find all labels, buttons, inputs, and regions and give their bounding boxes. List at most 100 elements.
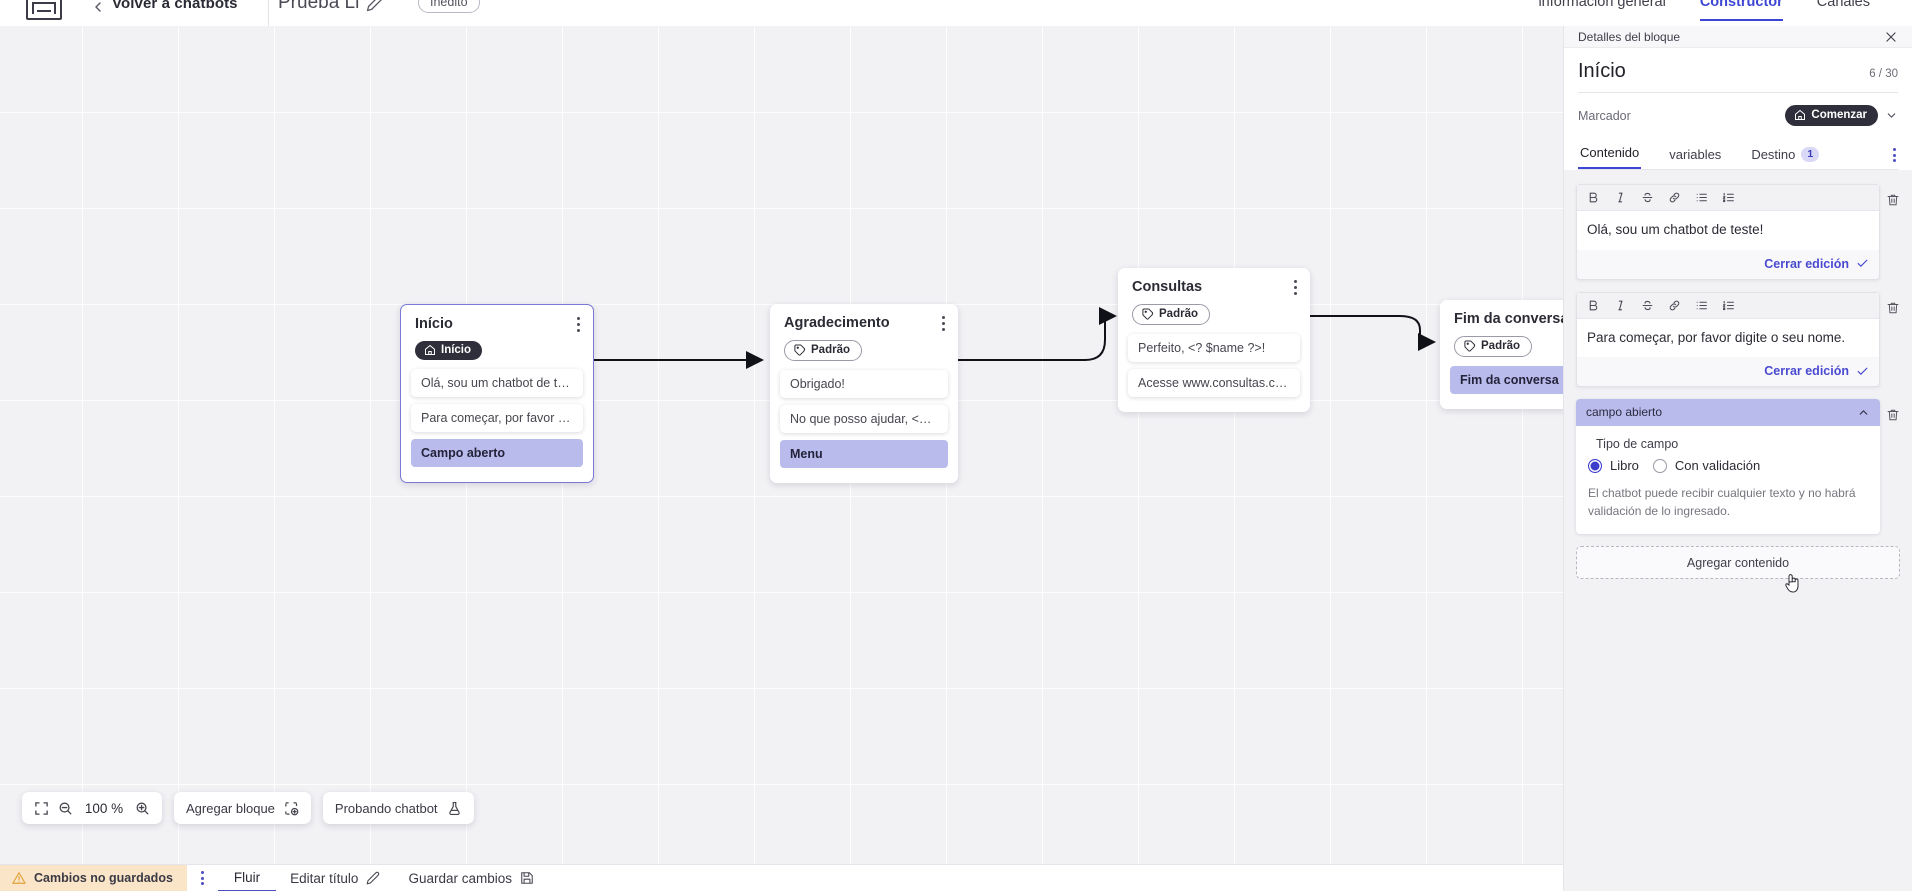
flow-node-inicio[interactable]: Início Início Olá, sou um chatbot de tes…: [400, 304, 594, 483]
via-logo: [26, 0, 62, 20]
add-block-label: Agregar bloque: [186, 800, 275, 816]
bold-icon[interactable]: [1587, 299, 1600, 312]
campo-abierto-header[interactable]: campo abierto: [1576, 399, 1880, 427]
tab-fluir[interactable]: Fluir: [217, 865, 277, 891]
node-message[interactable]: Perfeito, <? $name ?>!: [1128, 334, 1300, 362]
panel-header-label: Detalles del bloque: [1578, 29, 1681, 44]
node-input-block[interactable]: Campo aberto: [411, 439, 583, 467]
radio-option-con-validacion[interactable]: Con validación: [1652, 458, 1760, 473]
back-chevron-icon[interactable]: [90, 0, 106, 15]
panel-tabs-menu-button[interactable]: [1893, 148, 1896, 162]
block-details-panel: Detalles del bloque Início 6 / 30 Marcad…: [1563, 26, 1912, 891]
editor-toolbar: [1577, 292, 1879, 319]
fit-screen-icon[interactable]: [34, 801, 49, 816]
status-bar: Cambios no guardados Fluir Editar título…: [0, 864, 1563, 891]
node-menu-button[interactable]: [942, 316, 946, 331]
node-title: Agradecimento: [784, 315, 890, 331]
delete-icon[interactable]: [1886, 300, 1900, 316]
edit-title-button[interactable]: Editar título: [276, 871, 394, 886]
save-changes-label: Guardar cambios: [408, 870, 512, 886]
rich-text-editor[interactable]: Olá, sou um chatbot de teste! Cerrar edi…: [1576, 184, 1880, 280]
add-content-button[interactable]: Agregar contenido: [1576, 546, 1900, 580]
flow-node-agradecimento[interactable]: Agradecimento Padrão Obrigado! No que po…: [770, 304, 958, 483]
flow-node-consultas[interactable]: Consultas Padrão Perfeito, <? $name ?>! …: [1118, 268, 1310, 412]
node-menu-button[interactable]: [577, 317, 581, 332]
node-message[interactable]: Para começar, por favor digite o ...: [411, 404, 583, 432]
add-block-icon: [285, 801, 299, 815]
tab-contenido[interactable]: Contenido: [1578, 141, 1642, 169]
panel-content-area: Olá, sou um chatbot de teste! Cerrar edi…: [1564, 170, 1912, 891]
marcador-pill-button[interactable]: Comenzar: [1785, 105, 1878, 126]
node-tag: Padrão: [784, 340, 862, 361]
delete-icon[interactable]: [1886, 192, 1900, 208]
pencil-icon: [367, 871, 380, 885]
add-block-button[interactable]: Agregar bloque: [174, 792, 311, 824]
top-tabs: información general Constructor Canales: [1538, 0, 1870, 21]
edit-title-label: Editar título: [290, 870, 359, 886]
node-tag-label: Padrão: [811, 344, 850, 356]
delete-icon[interactable]: [1886, 407, 1900, 423]
node-menu-button[interactable]: [1294, 280, 1298, 295]
chevron-down-icon[interactable]: [1885, 109, 1898, 122]
marcador-pill-label: Comenzar: [1811, 109, 1867, 121]
statusbar-menu-button[interactable]: [200, 871, 204, 885]
numbered-list-icon[interactable]: [1722, 299, 1735, 312]
node-header: Consultas: [1118, 268, 1310, 295]
tab-constructor[interactable]: Constructor: [1699, 0, 1783, 21]
flow-canvas[interactable]: Início Início Olá, sou um chatbot de tes…: [0, 26, 1563, 864]
close-edit-label: Cerrar edición: [1764, 256, 1849, 271]
node-tag-label: Início: [441, 344, 472, 356]
tipo-de-campo-label: Tipo de campo: [1596, 437, 1679, 452]
save-changes-button[interactable]: Guardar cambios: [394, 871, 548, 886]
node-message[interactable]: Olá, sou um chatbot de teste!: [411, 369, 583, 397]
strikethrough-icon[interactable]: [1641, 191, 1654, 204]
edit-pencil-icon[interactable]: [366, 0, 384, 12]
tab-variables[interactable]: variables: [1667, 143, 1723, 169]
flow-node-fim-da-conversa[interactable]: Fim da conversa Padrão Fim da conversa: [1440, 300, 1563, 409]
rich-text-editor[interactable]: Para começar, por favor digite o seu nom…: [1576, 291, 1880, 388]
campo-abierto-note: El chatbot puede recibir cualquier texto…: [1588, 486, 1856, 519]
italic-icon[interactable]: [1614, 191, 1627, 204]
back-to-chatbots-link[interactable]: Volver a chatbots: [112, 0, 238, 12]
tab-destino[interactable]: Destino 1: [1749, 143, 1821, 169]
zoom-level: 100 %: [84, 800, 124, 816]
radio-option-libro[interactable]: Libro: [1588, 458, 1639, 473]
home-icon: [1795, 109, 1806, 120]
bold-icon[interactable]: [1587, 191, 1600, 204]
test-chatbot-button[interactable]: Probando chatbot: [322, 792, 474, 824]
close-edit-button[interactable]: Cerrar edición: [1764, 257, 1869, 271]
chevron-up-icon[interactable]: [1857, 406, 1870, 419]
tab-destino-badge: 1: [1801, 147, 1820, 162]
node-message[interactable]: No que posso ajudar, <? $name ...: [780, 405, 948, 433]
bullet-list-icon[interactable]: [1695, 299, 1708, 312]
bullet-list-icon[interactable]: [1695, 191, 1708, 204]
editor-text[interactable]: Olá, sou um chatbot de teste!: [1577, 211, 1879, 250]
node-input-block[interactable]: Fim da conversa: [1450, 366, 1563, 394]
panel-title-row: Início 6 / 30: [1578, 48, 1898, 93]
tab-informacion-general[interactable]: información general: [1538, 0, 1666, 10]
close-edit-button[interactable]: Cerrar edición: [1764, 364, 1869, 378]
italic-icon[interactable]: [1614, 299, 1627, 312]
tab-canales[interactable]: Canales: [1816, 0, 1870, 10]
node-message[interactable]: Acesse www.consultas.com par...: [1128, 369, 1300, 397]
zoom-out-icon[interactable]: [58, 801, 73, 816]
field-config-row: campo abierto Tipo de campo Libro: [1576, 399, 1900, 535]
campo-abierto-body: Tipo de campo Libro Con validación E: [1576, 426, 1880, 534]
panel-block-count: 6 / 30: [1869, 68, 1898, 80]
link-icon[interactable]: [1668, 299, 1681, 312]
tag-icon: [1142, 308, 1154, 320]
close-icon[interactable]: [1884, 30, 1898, 44]
check-icon: [1857, 367, 1868, 375]
editor-text[interactable]: Para começar, por favor digite o seu nom…: [1577, 318, 1879, 358]
editor-toolbar: [1577, 185, 1879, 211]
strikethrough-icon[interactable]: [1641, 299, 1654, 312]
node-message[interactable]: Obrigado!: [780, 370, 948, 398]
node-header: Agradecimento: [770, 304, 958, 331]
link-icon[interactable]: [1668, 191, 1681, 204]
zoom-in-icon[interactable]: [135, 801, 150, 816]
node-input-block[interactable]: Menu: [780, 440, 948, 468]
radio-libro-indicator[interactable]: [1588, 458, 1602, 473]
radio-con-validacion-indicator[interactable]: [1652, 458, 1667, 473]
panel-header: Detalles del bloque: [1564, 26, 1912, 48]
numbered-list-icon[interactable]: [1722, 191, 1735, 204]
